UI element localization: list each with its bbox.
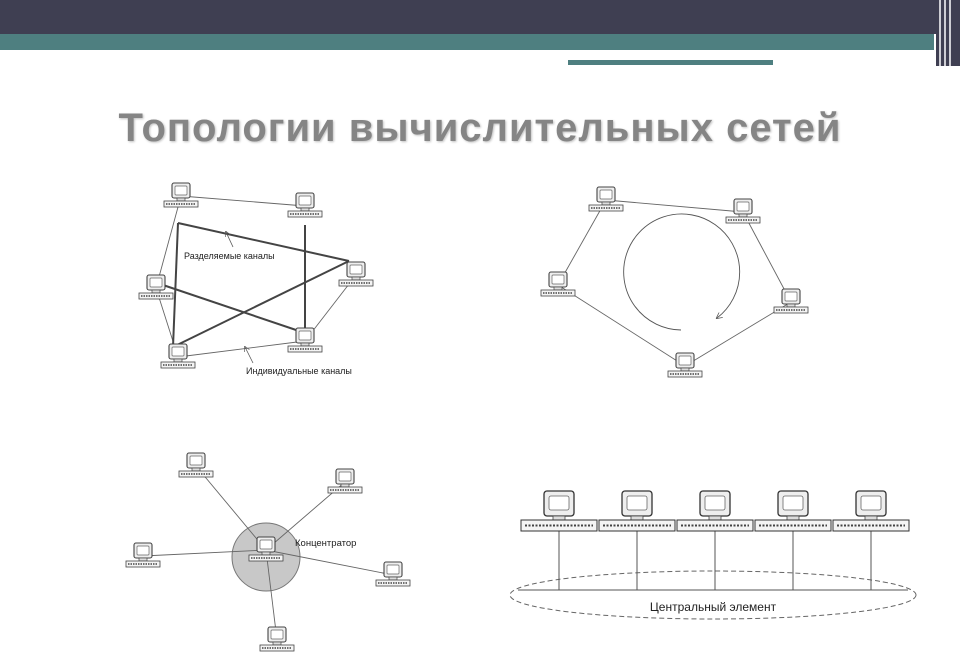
mesh-individual-label: Индивидуальные каналы <box>246 366 352 376</box>
computer-icon <box>598 490 676 532</box>
computer-icon <box>588 186 624 212</box>
mesh-shared-links <box>162 222 350 348</box>
computer-icon <box>259 626 295 652</box>
computer-icon <box>754 490 832 532</box>
computer-icon <box>160 343 196 369</box>
computer-icon <box>287 327 323 353</box>
mesh-individual-pointer <box>245 347 254 364</box>
mesh-topology: Разделяемые каналы Индивидуальные каналы <box>138 182 374 376</box>
header-bar <box>0 0 960 34</box>
star-hub-label: Концентратор <box>295 538 356 549</box>
star-topology: Концентратор <box>125 452 411 652</box>
frame-lines <box>936 0 960 66</box>
computer-icon <box>540 271 576 297</box>
mesh-shared-label: Разделяемые каналы <box>184 251 275 261</box>
computer-icon <box>163 182 199 208</box>
computer-icon <box>178 452 214 478</box>
ring-topology <box>540 186 809 378</box>
computer-icon <box>375 561 411 587</box>
ring-links <box>557 199 792 367</box>
accent-line-white <box>568 52 888 55</box>
computer-icon <box>676 490 754 532</box>
bus-central-label: Центральный элемент <box>650 600 777 614</box>
bus-central-element <box>509 570 917 620</box>
star-links <box>142 465 394 641</box>
header-accent-band <box>0 34 934 50</box>
bus-drops <box>558 531 872 590</box>
ring-direction-arrow <box>623 213 741 331</box>
mesh-shared-pointer <box>226 232 234 248</box>
computer-icon <box>667 352 703 378</box>
computer-icon <box>327 468 363 494</box>
bus-topology: Центральный элемент <box>509 490 917 620</box>
computer-icon <box>773 288 809 314</box>
accent-line-teal <box>568 60 773 65</box>
computer-icon <box>832 490 910 532</box>
computer-icon <box>520 490 598 532</box>
mesh-individual-links <box>155 195 357 358</box>
computer-icon <box>338 261 374 287</box>
slide-title: Топологии вычислительных сетей <box>118 106 842 150</box>
